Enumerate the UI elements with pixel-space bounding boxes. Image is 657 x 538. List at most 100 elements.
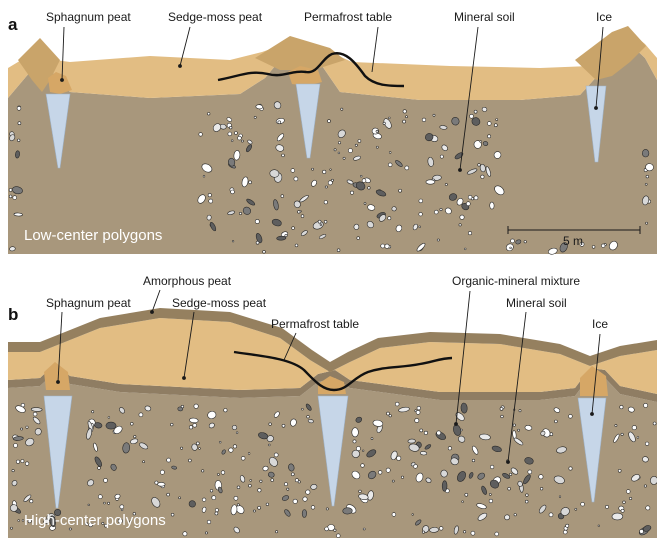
pebble bbox=[221, 471, 225, 475]
pebble bbox=[487, 122, 491, 126]
pebble bbox=[307, 415, 310, 418]
pebble bbox=[189, 426, 192, 429]
pebble bbox=[248, 453, 250, 455]
pebble bbox=[178, 407, 183, 412]
panel-b-label-amorphous-peat: Amorphous peat bbox=[143, 274, 232, 288]
pebble bbox=[282, 154, 285, 157]
panel-b-label-sedge-moss-peat: Sedge-moss peat bbox=[172, 296, 267, 310]
pebble bbox=[459, 224, 461, 226]
pebble bbox=[167, 493, 170, 496]
pebble bbox=[98, 495, 102, 499]
pebble bbox=[26, 426, 28, 428]
panel-a-leader-dot-ice bbox=[594, 106, 597, 109]
pebble bbox=[104, 502, 106, 504]
pebble bbox=[16, 460, 19, 463]
pebble bbox=[108, 502, 110, 504]
pebble bbox=[324, 201, 327, 204]
pebble bbox=[254, 116, 256, 118]
pebble bbox=[92, 411, 94, 413]
panel-a-label-permafrost-table: Permafrost table bbox=[304, 10, 392, 24]
pebble bbox=[336, 534, 340, 538]
pebble bbox=[419, 199, 423, 203]
pebble bbox=[540, 487, 543, 490]
pebble bbox=[199, 448, 201, 450]
pebble bbox=[403, 110, 406, 113]
pebble bbox=[461, 403, 468, 414]
pebble bbox=[629, 497, 631, 499]
pebble bbox=[489, 493, 491, 495]
pebble bbox=[566, 524, 569, 527]
pebble bbox=[208, 193, 211, 196]
pebble bbox=[364, 202, 366, 204]
pebble bbox=[401, 476, 403, 478]
pebble bbox=[359, 490, 362, 493]
panel-a-leader-dot-sphagnum bbox=[60, 78, 63, 81]
panel-b bbox=[8, 308, 657, 538]
pebble bbox=[646, 175, 649, 178]
pebble bbox=[106, 422, 116, 429]
pebble bbox=[501, 415, 504, 418]
pebble bbox=[474, 196, 478, 200]
pebble bbox=[357, 237, 360, 240]
pebble bbox=[440, 155, 443, 158]
pebble bbox=[615, 424, 617, 426]
pebble bbox=[645, 183, 647, 185]
pebble bbox=[496, 119, 498, 121]
panel-b-letter: b bbox=[8, 305, 18, 324]
pebble bbox=[481, 175, 484, 178]
pebble bbox=[437, 239, 439, 241]
pebble bbox=[229, 448, 233, 452]
pebble bbox=[291, 169, 295, 173]
pebble bbox=[294, 177, 298, 181]
pebble bbox=[241, 140, 243, 142]
pebble bbox=[405, 166, 409, 170]
pebble bbox=[569, 467, 572, 470]
pebble bbox=[306, 490, 310, 494]
pebble bbox=[276, 236, 286, 241]
pebble bbox=[353, 440, 356, 443]
pebble bbox=[361, 464, 365, 468]
pebble bbox=[285, 234, 287, 236]
pebble bbox=[389, 152, 391, 154]
pebble bbox=[224, 409, 227, 412]
pebble bbox=[525, 500, 528, 503]
pebble bbox=[143, 461, 145, 463]
pebble bbox=[249, 484, 252, 487]
pebble bbox=[642, 149, 649, 157]
pebble bbox=[448, 447, 451, 450]
panel-b-label-organic-mineral-mixture: Organic-mineral mixture bbox=[452, 274, 580, 288]
pebble bbox=[295, 479, 298, 482]
pebble bbox=[429, 527, 439, 533]
pebble bbox=[21, 428, 23, 430]
pebble bbox=[30, 500, 33, 503]
pebble bbox=[440, 208, 442, 210]
pebble bbox=[98, 467, 101, 470]
pebble bbox=[14, 444, 18, 448]
pebble bbox=[14, 213, 23, 216]
pebble bbox=[399, 189, 402, 192]
pebble bbox=[212, 496, 216, 500]
pebble bbox=[626, 490, 630, 494]
pebble bbox=[258, 506, 261, 509]
pebble bbox=[378, 471, 382, 475]
pebble bbox=[292, 227, 295, 230]
pebble bbox=[271, 479, 274, 482]
pebble bbox=[199, 133, 203, 137]
pebble bbox=[268, 444, 270, 446]
pebble bbox=[644, 485, 646, 487]
pebble bbox=[490, 465, 494, 469]
pebble bbox=[121, 509, 123, 511]
pebble bbox=[260, 480, 262, 482]
pebble bbox=[488, 135, 491, 138]
pebble bbox=[215, 512, 218, 515]
pebble bbox=[130, 422, 133, 425]
pebble bbox=[352, 428, 359, 437]
pebble bbox=[620, 405, 623, 408]
pebble bbox=[470, 114, 474, 118]
pebble bbox=[120, 505, 124, 509]
pebble bbox=[640, 529, 644, 533]
pebble bbox=[526, 494, 529, 497]
pebble bbox=[249, 181, 252, 184]
pebble bbox=[563, 530, 567, 534]
pebble bbox=[495, 532, 499, 536]
